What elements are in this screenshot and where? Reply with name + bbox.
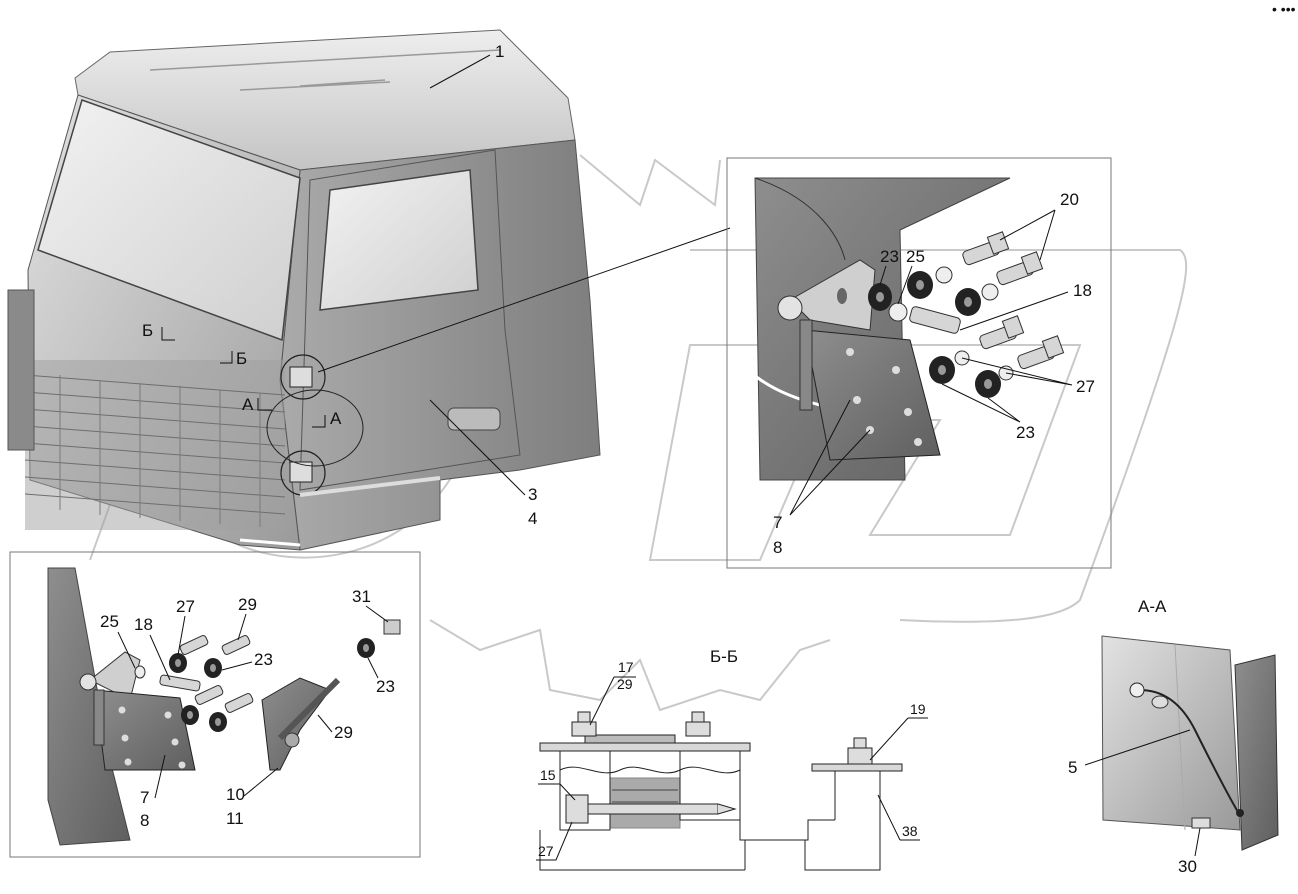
label-aa-30: 30	[1178, 857, 1197, 876]
label-29-top: 29	[238, 595, 257, 614]
upper-hinge-circle	[280, 354, 326, 400]
section-mark-a-left: А	[242, 395, 254, 414]
door-panel-aa	[1101, 635, 1241, 831]
door-edge-left	[47, 567, 131, 846]
label-bb-29: 29	[617, 676, 633, 692]
label-18: 18	[134, 615, 153, 634]
mirror-bracket	[7, 289, 35, 451]
label-washer-25: 25	[906, 247, 925, 266]
door-outline	[299, 149, 521, 491]
label-washer-23-bottom: 23	[1016, 423, 1035, 442]
label-23-mid: 23	[254, 650, 273, 669]
label-washer-27: 27	[1076, 377, 1095, 396]
hinge-lower-plate	[804, 329, 941, 461]
label-hinge-7: 7	[773, 513, 782, 532]
section-a-circle	[266, 389, 364, 467]
label-bb-38: 38	[902, 823, 918, 839]
detail-left: 25 18 27 29 31 23 23 29 7 8 10 11	[9, 551, 421, 858]
section-mark-b-right: Б	[236, 349, 247, 368]
label-bolts-20: 20	[1060, 190, 1079, 209]
grille	[24, 360, 286, 530]
label-11: 11	[226, 809, 244, 828]
label-door-3: 3	[528, 485, 537, 504]
door-handle	[447, 407, 501, 431]
label-bb-19: 19	[910, 701, 926, 717]
nut-31	[383, 619, 401, 635]
restraint-cable	[1139, 689, 1239, 813]
section-bb: Б-Б 17 29 15 27 19	[536, 647, 928, 871]
label-29-side: 29	[334, 723, 353, 742]
cab-main-view: Б Б А А 1 3 4	[7, 29, 731, 551]
detail-right: 20 23 25 18 27 23 7 8	[726, 157, 1112, 569]
corner-mark: • •••	[1272, 1, 1296, 17]
label-bb-17: 17	[618, 659, 634, 675]
label-aa-5: 5	[1068, 758, 1077, 777]
pillar-aa	[1234, 654, 1279, 851]
door-window	[319, 169, 479, 311]
label-31: 31	[352, 587, 371, 606]
section-mark-b-left: Б	[142, 321, 153, 340]
label-washer-23-top: 23	[880, 247, 899, 266]
label-7: 7	[140, 788, 149, 807]
label-door-4: 4	[528, 509, 537, 528]
label-8: 8	[140, 811, 149, 830]
label-25: 25	[100, 612, 119, 631]
section-mark-a-right: А	[330, 409, 342, 428]
label-10: 10	[226, 785, 245, 804]
label-bolt-18: 18	[1073, 281, 1092, 300]
label-hinge-8: 8	[773, 538, 782, 557]
section-aa-title: А-А	[1138, 597, 1167, 616]
rubber-block	[609, 777, 681, 829]
windshield	[37, 99, 301, 342]
label-bb-27: 27	[538, 843, 554, 859]
label-cab-1: 1	[495, 42, 504, 61]
label-27: 27	[176, 597, 195, 616]
hinge-plate-left	[94, 689, 196, 771]
section-aa: А-А 5 30	[1068, 597, 1279, 876]
label-23-right: 23	[376, 677, 395, 696]
label-bb-15: 15	[540, 767, 556, 783]
section-bb-title: Б-Б	[710, 647, 738, 666]
